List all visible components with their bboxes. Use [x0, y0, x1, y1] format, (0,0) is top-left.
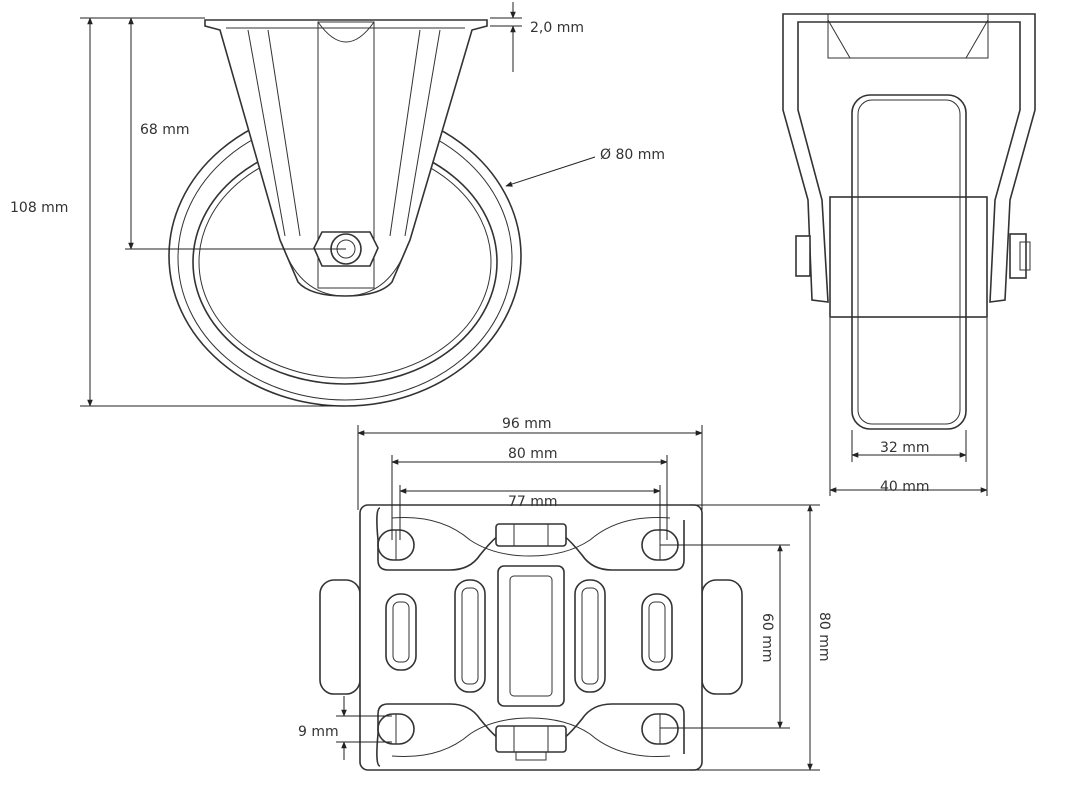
wheel-end-right [701, 579, 743, 695]
dim-label-hole-spacing-inner: 77 mm [508, 494, 558, 510]
axle-nut-top [495, 523, 567, 547]
dim-fork-width: 40 mm [829, 318, 988, 496]
reinforcement-slots [385, 579, 673, 693]
dim-total-height: 108 mm [10, 17, 345, 407]
dim-label-wheel-width: 32 mm [880, 440, 930, 456]
dim-label-plate-thickness: 2,0 mm [530, 20, 584, 36]
fork-front [782, 13, 1036, 303]
dim-label-plate-length: 80 mm [816, 612, 832, 662]
dim-axle-height: 68 mm [120, 17, 346, 250]
dim-label-slot-width: 9 mm [298, 724, 339, 740]
axle-nut-bottom [495, 725, 567, 761]
dim-plate-thickness: 2,0 mm [490, 2, 584, 72]
dim-label-plate-width: 96 mm [502, 416, 552, 432]
front-view: 32 mm 40 mm [782, 13, 1036, 496]
dim-wheel-diameter: Ø 80 mm [505, 147, 665, 187]
side-view: 2,0 mm 68 mm 108 mm Ø 80 mm [10, 2, 665, 407]
dim-hole-spacing-vertical: 60 mm [660, 544, 790, 729]
dim-label-total-height: 108 mm [10, 200, 68, 216]
dim-wheel-width: 32 mm [851, 430, 967, 462]
top-view: 96 mm 80 mm 77 mm 60 mm 80 mm [298, 416, 832, 771]
dim-hole-spacing-outer: 80 mm [391, 446, 668, 540]
dim-plate-width: 96 mm [357, 416, 703, 510]
wheel-end-left [319, 579, 361, 695]
dim-label-fork-width: 40 mm [880, 479, 930, 495]
wheel-front [829, 94, 988, 430]
dim-slot-width: 9 mm [298, 696, 392, 760]
dim-label-axle-height: 68 mm [140, 122, 190, 138]
dim-label-hole-spacing-vertical: 60 mm [759, 613, 775, 663]
dim-plate-length: 80 mm [690, 504, 832, 771]
dim-label-wheel-diameter: Ø 80 mm [600, 147, 665, 163]
dim-label-hole-spacing-outer: 80 mm [508, 446, 558, 462]
dim-hole-spacing-inner: 77 mm [399, 485, 661, 540]
fork-bracket-side [204, 19, 488, 297]
center-channel [497, 565, 565, 707]
